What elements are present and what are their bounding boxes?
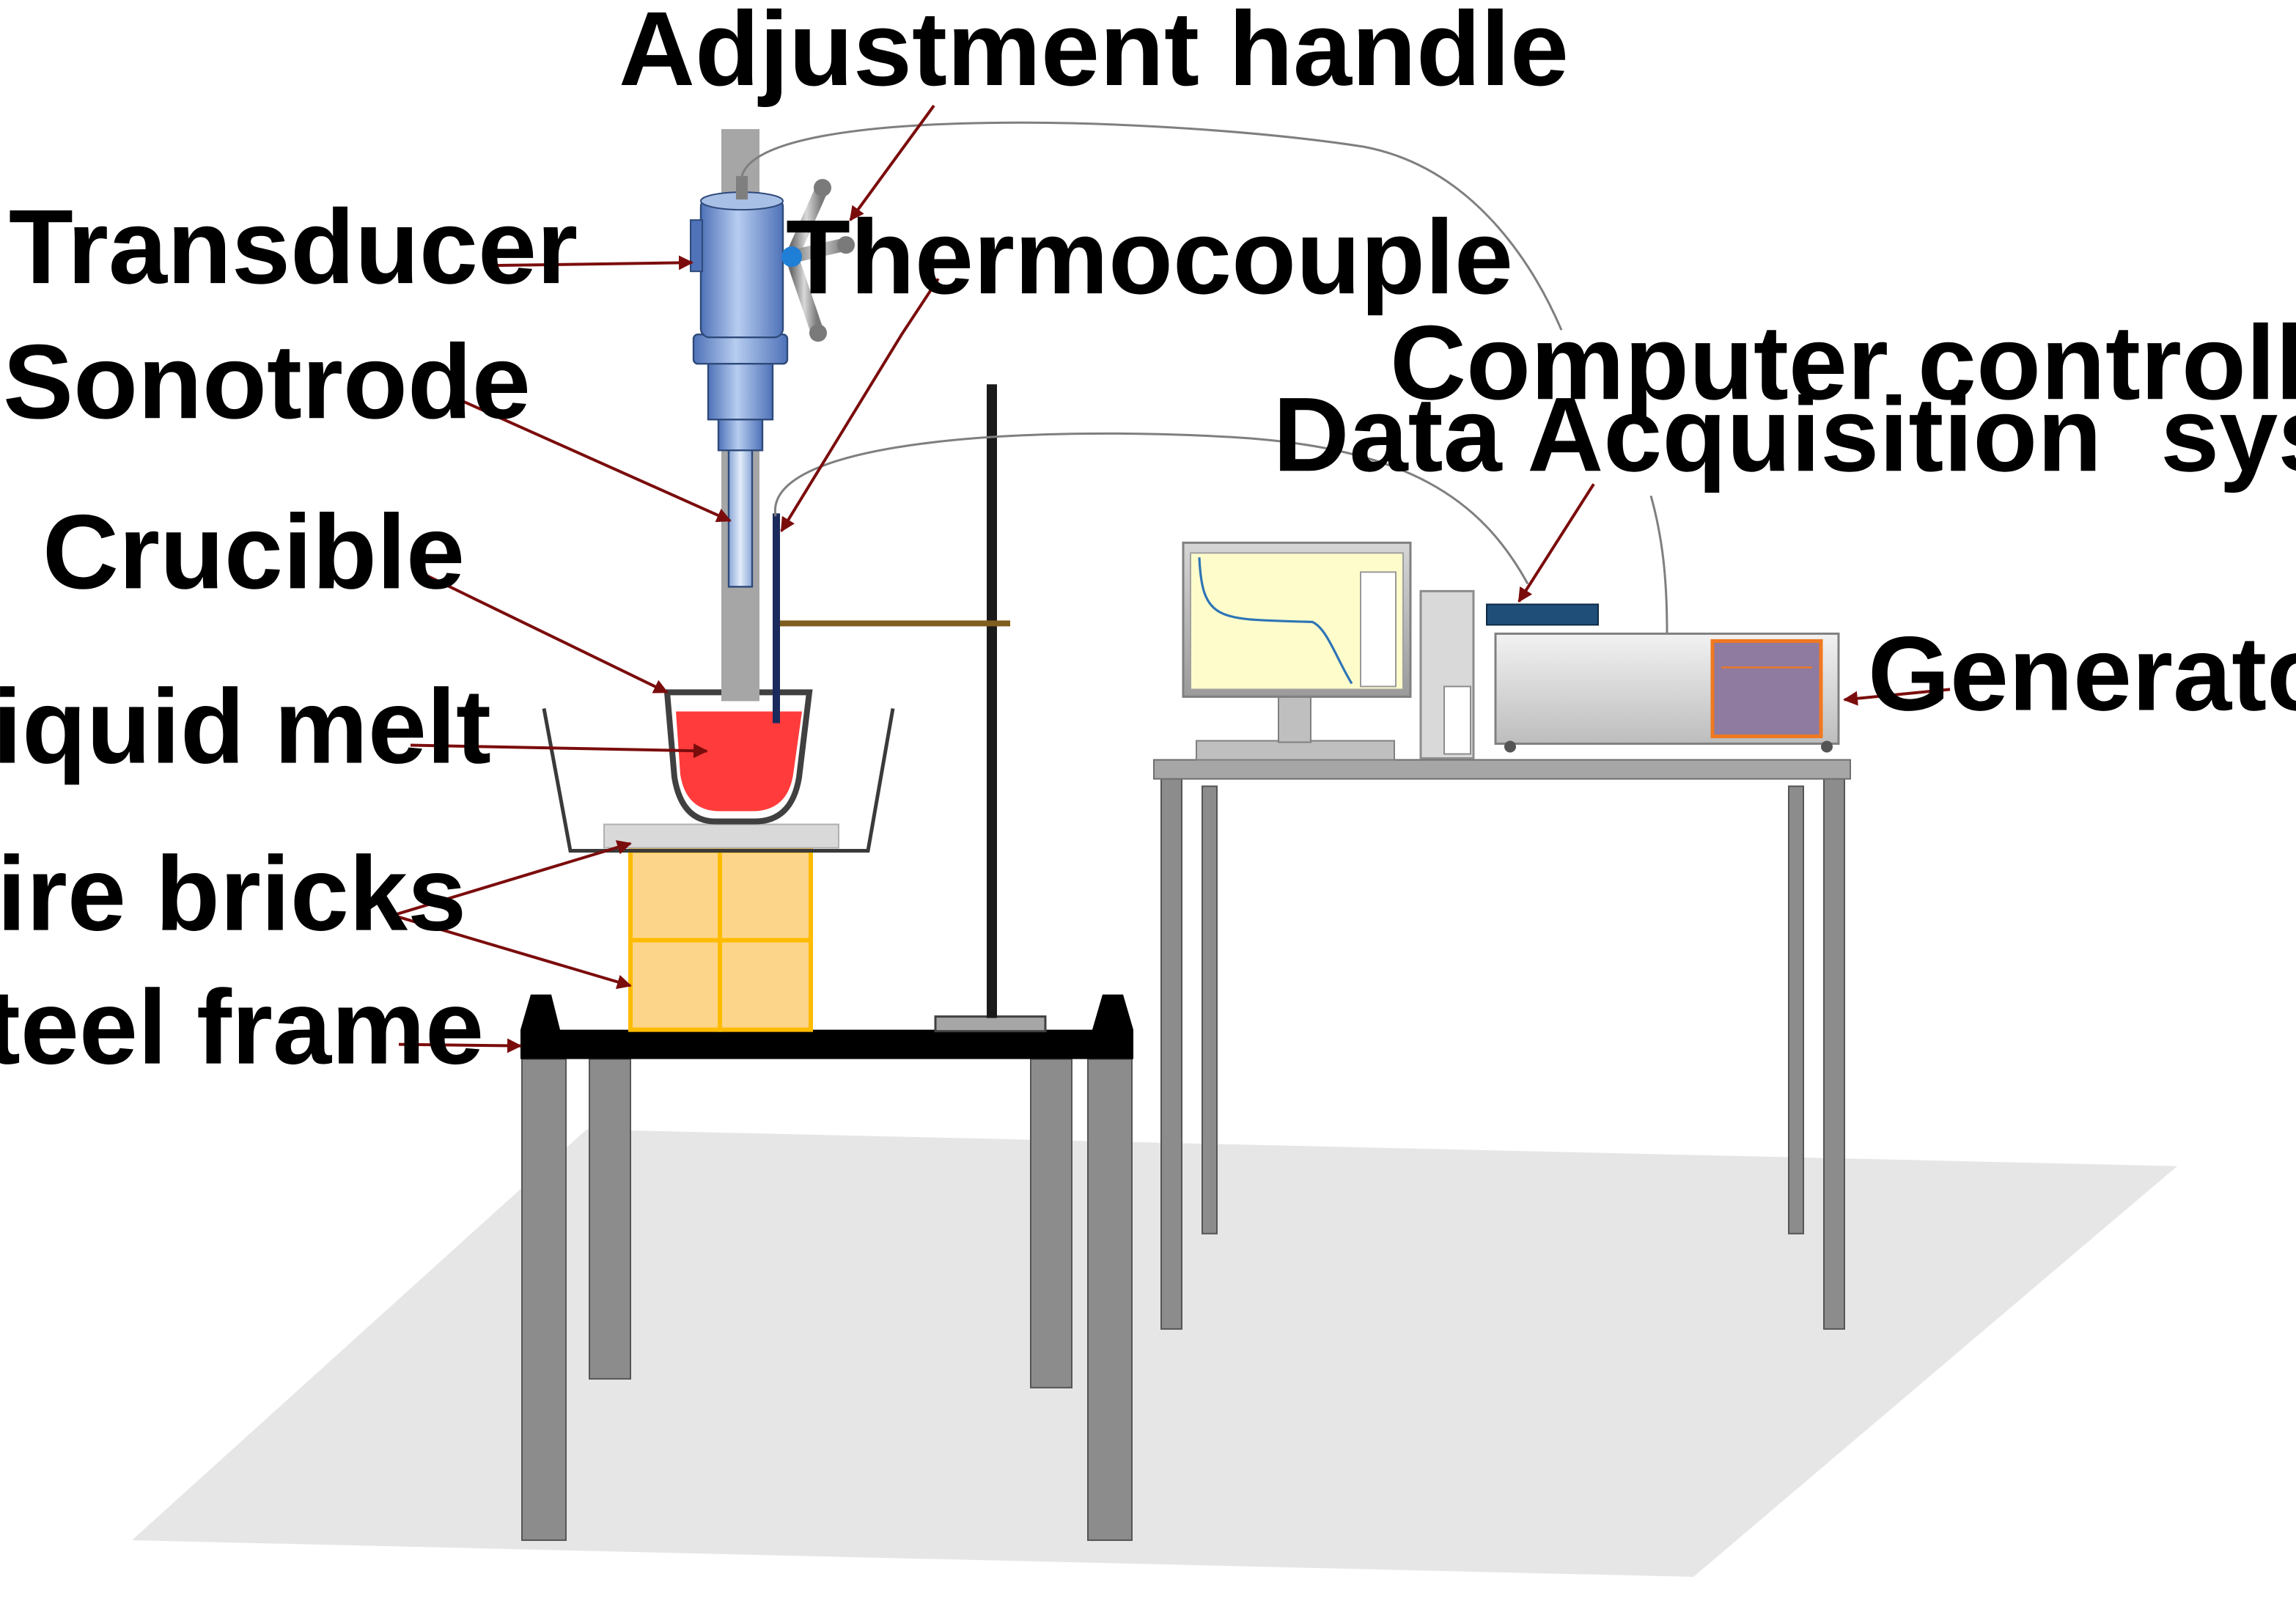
label-liquid-melt: Liquid melt <box>0 667 491 785</box>
label-transducer: Transducer <box>9 188 578 306</box>
right-table-front-leg-left <box>1160 776 1182 1330</box>
crucible-arrow <box>413 567 669 694</box>
generator-panel <box>1710 639 1823 738</box>
left-table-back-leg-right <box>1030 1058 1072 1388</box>
left-table-front-leg-right <box>1087 1058 1133 1541</box>
label-adjustment-handle: Adjustment handle <box>619 0 1569 108</box>
label-steel-frame: Steel frame <box>0 968 484 1086</box>
steel-frame-table <box>520 994 1133 1541</box>
thermocouple-cable <box>773 432 1529 585</box>
generator-cable <box>1649 495 1668 634</box>
stand-base <box>934 1015 1047 1033</box>
monitor-neck <box>1278 694 1311 743</box>
computer-monitor <box>1182 541 1412 761</box>
label-crucible: Crucible <box>43 493 465 611</box>
fire-bricks <box>628 848 813 1032</box>
fire-brick <box>628 938 722 1032</box>
monitor-side-panel <box>1360 571 1397 688</box>
insulation-plate <box>603 823 839 849</box>
steel-frame-top <box>520 994 1133 1059</box>
sonotrode-arrow <box>454 396 732 523</box>
right-table-top <box>1153 759 1851 780</box>
transducer-flange <box>692 334 789 365</box>
generator-arrow <box>1843 688 1951 706</box>
label-generator: Generator <box>1868 614 2296 732</box>
transducer <box>699 196 784 339</box>
computer-tower <box>1419 589 1475 759</box>
sonotrode <box>727 446 754 588</box>
fire-brick <box>628 848 722 943</box>
monitor-base <box>1196 740 1395 761</box>
label-daq-line1: Computer controlled <box>1390 303 2296 422</box>
stand-rod <box>987 384 997 1018</box>
fire-bricks-arrow-upper <box>392 840 632 917</box>
liquid-melt <box>676 711 802 812</box>
right-table-back-leg-left <box>1202 785 1218 1235</box>
data-acquisition-device <box>1486 603 1599 626</box>
container-tray <box>542 707 895 853</box>
floor <box>132 1129 2177 1577</box>
label-daq-line2: Data Acquisition system <box>1273 375 2296 493</box>
fire-brick <box>718 848 813 943</box>
steel-frame-arrow <box>398 1038 522 1053</box>
label-sonotrode: Sonotrode <box>3 323 531 441</box>
booster-lower <box>717 417 764 452</box>
right-table-front-leg-right <box>1823 776 1845 1330</box>
data-acquisition-arrow <box>1517 483 1595 603</box>
label-thermocouple: Thermocouple <box>786 198 1513 316</box>
transducer-arrow <box>492 255 693 271</box>
cable-connector <box>736 176 748 200</box>
fire-brick <box>718 938 813 1032</box>
adjustment-handle <box>781 179 855 342</box>
liquid-melt-arrow <box>410 743 708 759</box>
thermocouple-probe <box>773 513 780 724</box>
transducer-cable <box>740 121 1563 331</box>
left-table-back-leg-left <box>589 1058 631 1380</box>
adjustment-handle-arrow <box>849 104 935 221</box>
equipment-table <box>1153 759 1851 1330</box>
label-fire-bricks: Fire bricks <box>0 835 466 953</box>
right-table-back-leg-right <box>1788 785 1804 1235</box>
booster-upper <box>707 360 774 421</box>
cooling-curve-plot <box>1198 557 1353 685</box>
fire-bricks-arrow-lower <box>392 913 632 990</box>
ultrasonic-generator <box>1494 632 1840 753</box>
transducer-side-clip <box>690 219 703 273</box>
thermocouple-arrow <box>780 278 940 533</box>
left-table-front-leg-left <box>521 1058 567 1541</box>
thermocouple-clamp-arm <box>773 620 1010 627</box>
